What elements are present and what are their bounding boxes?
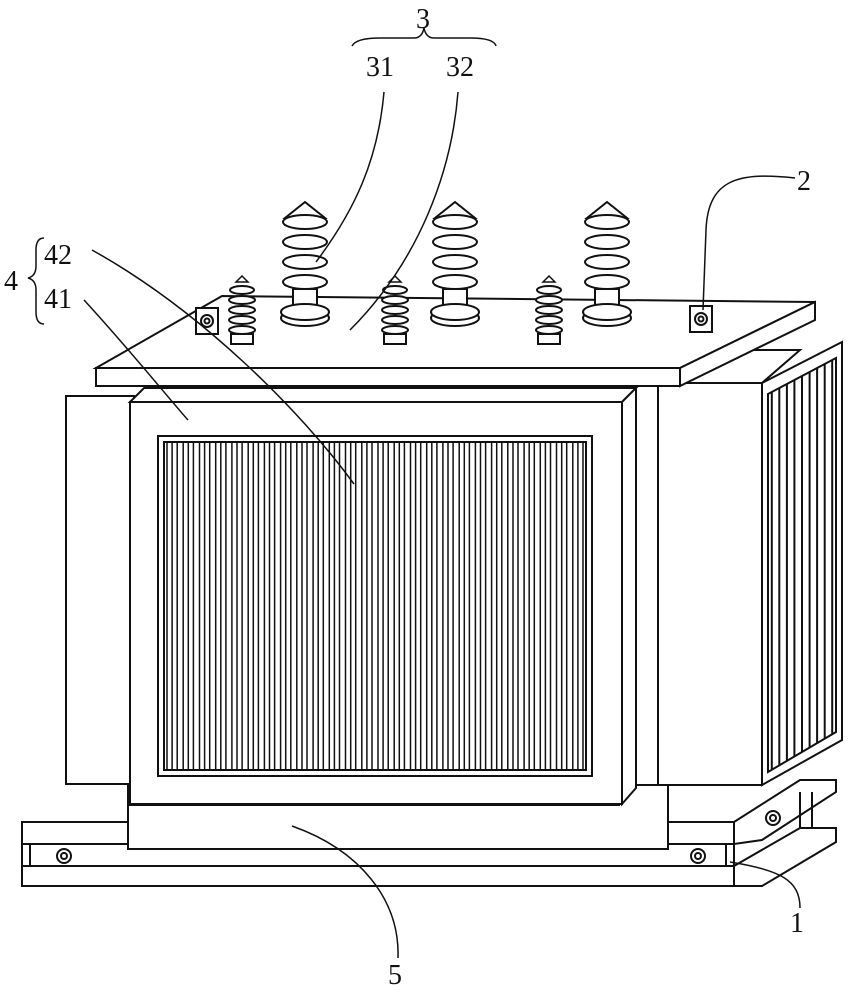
label-3: 3 [416,4,430,35]
leader-32 [349,91,459,331]
high-voltage-bushing-2 [430,200,480,327]
base-rail-side [733,779,837,887]
label-42: 42 [44,240,72,271]
lifting-lug-right [689,305,713,333]
brace-4 [27,237,45,325]
low-voltage-bushing-2 [381,274,409,345]
leader-5 [291,825,399,959]
brace-3 [351,27,497,47]
leader-2 [702,175,796,311]
label-31: 31 [366,52,394,83]
leader-41 [83,299,189,421]
low-voltage-bushing-3 [535,274,563,345]
label-41: 41 [44,284,72,315]
label-1: 1 [790,908,804,939]
label-5: 5 [388,960,402,991]
leader-lines [27,27,801,959]
label-4: 4 [4,266,18,297]
label-2: 2 [797,166,811,197]
leader-31 [315,91,385,263]
lifting-lug-left [195,307,219,335]
leader-1 [729,861,801,909]
front-radiator [157,435,593,777]
left-side-panel [65,395,135,785]
high-voltage-bushing-1 [280,200,330,327]
top-cover [92,294,816,388]
high-voltage-bushing-3 [582,200,632,327]
label-32: 32 [446,52,474,83]
low-voltage-bushing-1 [228,274,256,345]
right-radiator [761,340,843,787]
leader-42 [91,249,355,485]
